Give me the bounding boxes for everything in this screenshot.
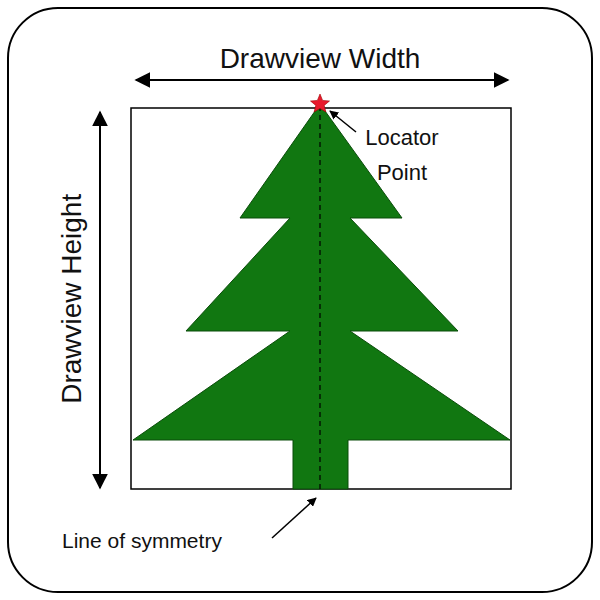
width-label: Drawview Width — [190, 42, 450, 76]
symmetry-line — [319, 106, 320, 492]
locator-label: Locator Point — [356, 120, 448, 190]
locator-leader — [330, 111, 356, 132]
width-arrow — [136, 79, 508, 81]
outer-frame — [8, 8, 592, 592]
locator-star — [311, 94, 330, 112]
height-label: Drawview Height — [55, 182, 89, 416]
symmetry-leader — [272, 498, 316, 538]
tree-shape — [133, 104, 510, 489]
height-arrow — [99, 112, 101, 488]
symmetry-label: Line of symmetry — [62, 528, 272, 553]
